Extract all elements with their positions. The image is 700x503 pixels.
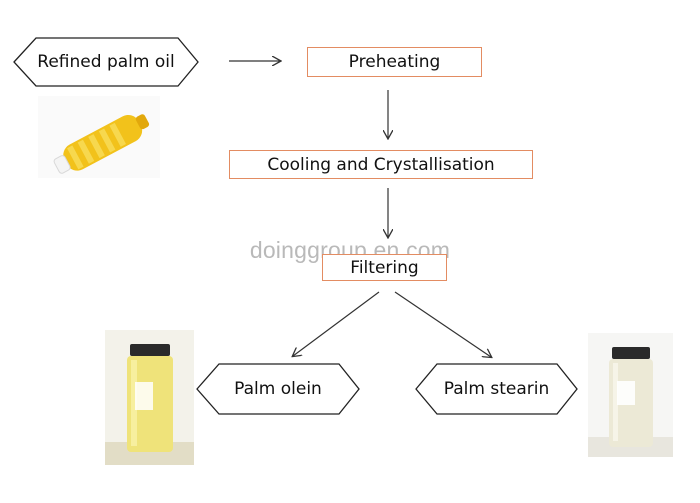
palm-stearin-hexagon [415,363,578,415]
filtering-box: Filtering [322,254,447,281]
palm-olein-jar-photo [105,330,194,465]
palm-oil-bottle-icon [38,96,160,178]
palm-olein-label: Palm olein [234,379,322,399]
palm-olein-hexagon [196,363,360,415]
cooling-crystallisation-box: Cooling and Crystallisation [229,150,533,179]
palm-stearin-label: Palm stearin [443,379,550,399]
palm-stearin-jar-icon [588,333,673,457]
arrow-filtering-to-stearin [394,291,491,357]
refined-palm-oil-label: Refined palm oil [37,52,175,72]
refined-palm-oil-hexagon [13,37,199,87]
palm-olein-jar-icon [105,330,194,465]
palm-stearin-jar-photo [588,333,673,457]
arrow-filtering-to-olein [293,291,380,356]
preheating-box: Preheating [307,47,482,77]
palm-oil-bottle-photo [38,96,160,178]
